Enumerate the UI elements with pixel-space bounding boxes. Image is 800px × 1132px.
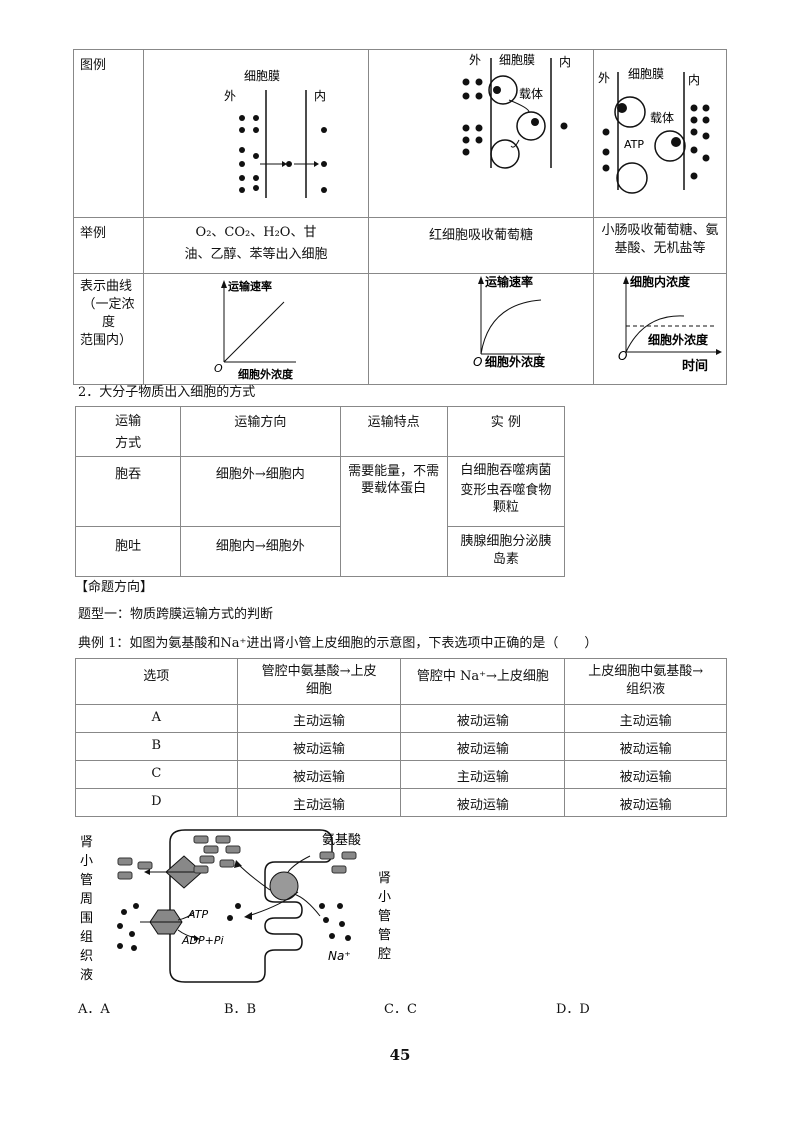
transport-table: 图例 细胞膜 内 外: [73, 49, 727, 385]
row-label-example: 举例: [73, 217, 144, 274]
atp-label: ATP: [187, 908, 208, 921]
svg-text:运输速率: 运输速率: [485, 274, 533, 289]
svg-text:小: 小: [378, 890, 391, 905]
mode-exocytosis: 胞吐: [74, 526, 182, 577]
example-active: 小肠吸收葡萄糖、氨 基酸、无机盐等: [593, 217, 727, 274]
svg-text:内: 内: [688, 73, 700, 87]
svg-text:液: 液: [80, 968, 93, 983]
diagram-active-transport: 外 细胞膜 内 载体 ATP: [593, 49, 727, 218]
svg-text:肾: 肾: [378, 871, 391, 886]
svg-text:时间: 时间: [682, 358, 708, 374]
header-amino-in: 管腔中氨基酸→上皮细胞: [236, 658, 402, 705]
svg-text:细胞外浓度: 细胞外浓度: [485, 354, 546, 369]
svg-text:细胞膜: 细胞膜: [499, 53, 535, 67]
atp-label: ATP: [624, 138, 644, 151]
examples-exocytosis: 胰腺细胞分泌胰 岛素: [446, 526, 566, 577]
svg-text:细胞膜: 细胞膜: [628, 67, 664, 81]
direction-heading: 【命题方向】: [75, 580, 154, 595]
svg-text:外: 外: [469, 53, 481, 67]
right-label: 肾 小 管 管 腔: [378, 871, 391, 962]
sodium-label: Na⁺: [328, 949, 351, 963]
linear-curve: 运输速率 O 细胞外浓度: [214, 279, 296, 381]
svg-text:组: 组: [80, 930, 93, 945]
svg-text:外: 外: [598, 71, 610, 85]
facilitated-diffusion-diagram: 外 细胞膜 内 载体: [462, 53, 571, 169]
option-a: A．A: [78, 1002, 110, 1017]
transport-feature: 需要能量，不需要载体蛋白: [339, 456, 448, 577]
outside-label: 外: [224, 89, 236, 103]
section-title: 2．大分子物质出入细胞的方式: [78, 385, 256, 400]
table-row: C 被动运输 主动运输 被动运输: [75, 760, 727, 789]
svg-text:O: O: [214, 362, 223, 375]
page-number: 45: [389, 1046, 411, 1064]
svg-text:织: 织: [80, 949, 93, 964]
svg-text:肾: 肾: [80, 835, 93, 850]
svg-text:小: 小: [80, 854, 93, 869]
concentration-time-curve: 细胞内浓度 O 细胞外浓度 时间: [618, 274, 722, 374]
mode-endocytosis: 胞吞: [74, 456, 182, 527]
kidney-tubule-figure: 肾 小 管 周 围 组 织 液 氨基酸 AT: [80, 829, 391, 983]
option-c: C．C: [384, 1002, 417, 1017]
curve-active: 细胞内浓度 O 细胞外浓度 时间: [593, 273, 727, 385]
svg-text:内: 内: [559, 55, 571, 69]
free-diffusion-diagram: 细胞膜 内 外: [224, 69, 327, 198]
option-d: D．D: [556, 1002, 590, 1017]
header-amino-out: 上皮细胞中氨基酸→组织液: [564, 658, 727, 705]
direction-in: 细胞外→细胞内: [180, 456, 341, 527]
diagram-free-diffusion: 细胞膜 内 外: [143, 49, 369, 218]
header-na-in: 管腔中 Na⁺→上皮细胞: [400, 658, 566, 705]
header-option: 选项: [75, 658, 238, 705]
svg-text:运输速率: 运输速率: [228, 279, 272, 293]
options-table: 选项 管腔中氨基酸→上皮细胞 管腔中 Na⁺→上皮细胞 上皮细胞中氨基酸→组织液…: [75, 658, 727, 817]
row-label-curve: 表示曲线 （一定浓 度 范围内）: [73, 273, 144, 385]
left-label: 肾 小 管 周 围 组 织 液: [80, 835, 93, 983]
svg-text:O: O: [473, 355, 482, 369]
svg-text:细胞外浓度: 细胞外浓度: [648, 332, 709, 347]
header-mode: 运输方式: [74, 406, 182, 457]
inside-label: 内: [314, 89, 326, 103]
svg-text:细胞外浓度: 细胞外浓度: [238, 367, 294, 380]
membrane-label: 细胞膜: [244, 69, 280, 83]
examples-endocytosis: 白细胞吞噬病菌 变形虫吞噬食物 颗粒: [446, 456, 566, 527]
type-heading: 题型一：物质跨膜运输方式的判断: [78, 607, 274, 622]
adp-label: ADP+Pi: [181, 934, 224, 947]
svg-text:管: 管: [80, 873, 93, 888]
svg-text:周: 周: [80, 892, 93, 907]
row-label-legend: 图例: [73, 49, 144, 218]
curve-facilitated: 运输速率 O 细胞外浓度: [368, 273, 594, 385]
table-row: B 被动运输 被动运输 被动运输: [75, 732, 727, 761]
active-transport-diagram: 外 细胞膜 内 载体 ATP: [598, 67, 710, 194]
svg-text:O: O: [618, 349, 627, 363]
amino-acid-label: 氨基酸: [322, 833, 361, 848]
macromolecule-table: 运输方式 运输方向 运输特点 实 例 胞吞 细胞外→细胞内 需要能量，不需要载体…: [74, 406, 566, 577]
header-examples: 实 例: [446, 406, 566, 457]
carrier-label: 载体: [519, 87, 543, 101]
diagram-facilitated-diffusion: 外 细胞膜 内 载体: [368, 49, 594, 218]
svg-text:管: 管: [378, 928, 391, 943]
curve-free: 运输速率 O 细胞外浓度: [143, 273, 369, 385]
example-facilitated: 红细胞吸收葡萄糖: [368, 217, 594, 274]
example-free: O₂、CO₂、H₂O、甘 油、乙醇、苯等出入细胞: [143, 217, 369, 274]
table-row: A 主动运输 被动运输 主动运输: [75, 704, 727, 733]
question-text: 典例 1：如图为氨基酸和Na⁺进出肾小管上皮细胞的示意图，下表选项中正确的是（ …: [78, 636, 598, 651]
saturation-curve: 运输速率 O 细胞外浓度: [473, 274, 546, 369]
direction-out: 细胞内→细胞外: [180, 526, 341, 577]
svg-text:围: 围: [80, 911, 93, 926]
header-feature: 运输特点: [339, 406, 448, 457]
option-b: B．B: [224, 1002, 257, 1017]
svg-text:管: 管: [378, 909, 391, 924]
header-direction: 运输方向: [180, 406, 341, 457]
svg-text:载体: 载体: [650, 111, 674, 125]
svg-text:腔: 腔: [378, 947, 391, 962]
table-row: D 主动运输 被动运输 被动运输: [75, 788, 727, 817]
svg-text:细胞内浓度: 细胞内浓度: [630, 274, 691, 289]
